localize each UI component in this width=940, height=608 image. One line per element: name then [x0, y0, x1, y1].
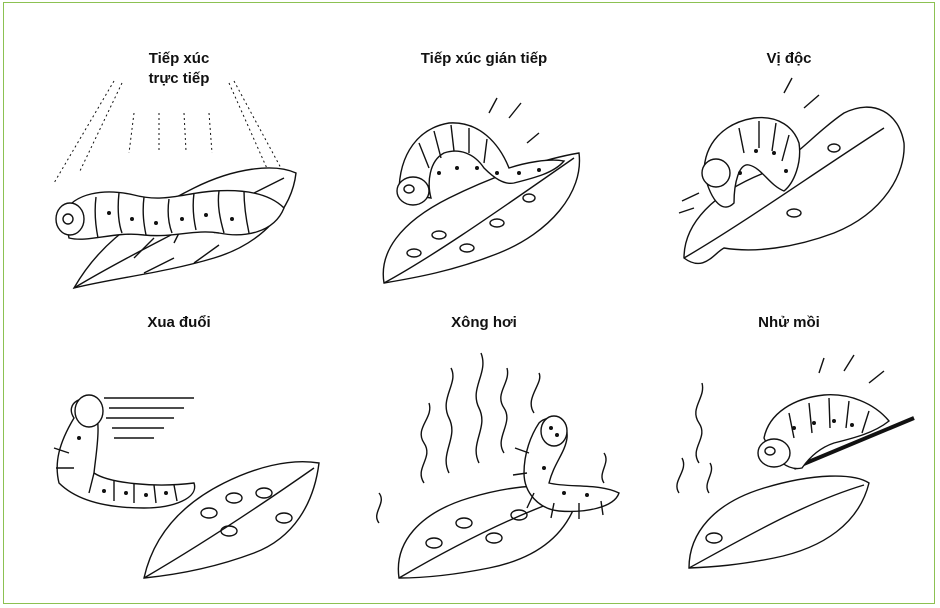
caterpillar-on-treated-leaf-illustration	[339, 73, 629, 293]
panel-title-line1: Tiếp xúc	[34, 49, 324, 69]
caterpillar-eating-leaf-illustration	[644, 73, 934, 293]
panel-title: Tiếp xúc gián tiếp	[339, 49, 629, 69]
panel-title: Xua đuổi	[34, 313, 324, 333]
panel-stomach-poison: Vị độc	[644, 23, 934, 293]
panel-contact-indirect: Tiếp xúc gián tiếp	[339, 23, 629, 293]
panel-repellent: Xua đuổi	[34, 303, 324, 593]
panel-title: Nhử mồi	[644, 313, 934, 333]
caterpillar-fumes-illustration	[339, 343, 629, 583]
panel-attractant-bait: Nhử mồi	[644, 303, 934, 593]
panel-fumigant: Xông hơi	[339, 303, 629, 593]
panel-title: Vị độc	[644, 49, 934, 69]
panel-contact-direct: Tiếp xúc trực tiếp	[34, 23, 324, 293]
caterpillar-spray-illustration	[34, 73, 324, 293]
caterpillar-fleeing-leaf-illustration	[34, 343, 324, 583]
panel-title: Xông hơi	[339, 313, 629, 333]
figure-frame: Tiếp xúc trực tiếp	[3, 2, 935, 604]
caterpillar-bait-illustration	[644, 343, 934, 583]
